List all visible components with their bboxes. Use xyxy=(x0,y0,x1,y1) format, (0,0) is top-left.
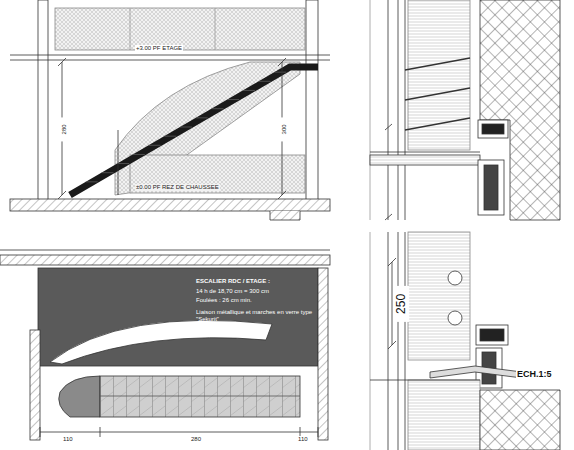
stair-section-part-part xyxy=(274,72,286,73)
dimension-label: +3.00 PF ETAGE xyxy=(135,45,183,52)
stair-plan-part xyxy=(50,320,272,364)
stair-plan-part xyxy=(318,427,319,437)
dimension-label: 110 xyxy=(62,436,74,443)
facade-detail-lower xyxy=(370,232,560,450)
facade-detail-lower-part xyxy=(388,341,396,349)
stair-section-part xyxy=(130,155,305,193)
facade-detail-upper-part xyxy=(482,124,504,134)
dimension-label: 280 xyxy=(190,436,202,443)
stair-plan-part xyxy=(59,376,100,417)
stair-section-part xyxy=(38,0,48,200)
stair-section-part xyxy=(215,8,216,50)
facade-detail-upper-part xyxy=(405,58,470,130)
stair-section-part xyxy=(58,58,66,66)
stair-section-part xyxy=(278,191,286,199)
stair-section-part xyxy=(58,191,66,199)
stair-section-part xyxy=(10,199,330,211)
stair-plan-part xyxy=(0,255,330,265)
stair-plan-part xyxy=(38,268,318,366)
facade-detail-upper-part xyxy=(405,0,406,220)
stair-plan-part xyxy=(40,432,318,433)
stair-section-part-part xyxy=(227,99,239,100)
facade-detail-lower-part xyxy=(405,232,406,450)
facade-detail-upper-part xyxy=(480,0,560,220)
facade-detail-lower-part xyxy=(392,262,393,345)
facade-detail-upper-part xyxy=(478,160,504,215)
stair-section-part-part xyxy=(196,117,208,118)
stair-section-part-part xyxy=(101,172,113,173)
stair-plan xyxy=(0,250,330,440)
facade-detail-lower-part xyxy=(408,380,480,450)
stair-section-part xyxy=(10,55,330,56)
stair-section-part xyxy=(306,0,318,200)
stair-section-part-part xyxy=(180,127,192,128)
stair-section-part xyxy=(70,67,318,195)
stair-plan-part xyxy=(30,330,40,440)
stair-plan-part xyxy=(100,427,101,437)
stair-section-part-part xyxy=(117,163,129,164)
stair-section-part-part xyxy=(243,90,255,91)
stair-section-part-part xyxy=(86,181,98,182)
facade-detail-lower-part xyxy=(480,390,560,450)
facade-detail-upper-part xyxy=(484,165,498,210)
stair-plan-part xyxy=(100,376,300,417)
stair-plan-part xyxy=(0,250,330,251)
facade-detail-upper-part xyxy=(385,124,392,220)
stair-section-part xyxy=(10,60,330,61)
facade-detail-lower-part xyxy=(398,232,399,450)
stair-section-part-part xyxy=(211,108,223,109)
facade-detail-upper-part xyxy=(388,0,389,220)
stair-section xyxy=(10,0,330,220)
stair-plan-part xyxy=(40,427,41,437)
plan-note: Liaison métallique et marches en verre t… xyxy=(196,309,314,323)
scale-note: ECH.1:5 xyxy=(516,369,553,379)
facade-detail-upper-part xyxy=(370,155,480,165)
facade-detail-lower-part xyxy=(370,232,371,450)
facade-detail-lower-part xyxy=(408,232,470,360)
stair-section-part-part xyxy=(164,136,176,137)
facade-detail-upper-part xyxy=(370,152,480,153)
facade-detail-upper-part xyxy=(370,0,371,220)
stair-section-part xyxy=(86,72,287,182)
stair-section-part-part xyxy=(133,154,145,155)
facade-detail-upper xyxy=(370,0,560,220)
facade-detail-lower-part xyxy=(476,325,508,345)
facade-detail-lower-part xyxy=(448,311,462,325)
dimension-label: 300 xyxy=(281,117,288,141)
facade-detail-lower-part xyxy=(388,258,396,266)
plan-note: 14 h de 18,70 cm = 300 cm xyxy=(196,288,269,295)
dimension-label: ±0.00 PF REZ DE CHAUSSEE xyxy=(135,184,220,191)
facade-detail-upper-part xyxy=(478,120,508,138)
dimension-label: 250 xyxy=(395,286,409,322)
stair-plan-part xyxy=(100,396,300,397)
facade-detail-lower-part xyxy=(430,366,522,378)
facade-detail-lower-part xyxy=(480,329,504,341)
stair-section-part xyxy=(278,58,286,66)
stair-section-part xyxy=(55,8,305,50)
dimension-label: 110 xyxy=(297,436,309,443)
facade-detail-lower-part xyxy=(448,271,462,285)
facade-detail-lower-part xyxy=(370,380,480,381)
stair-plan-part xyxy=(318,268,328,440)
facade-detail-lower-part xyxy=(388,232,389,450)
stair-section-part-part xyxy=(259,81,271,82)
stair-section-part xyxy=(130,8,131,50)
stair-section-part xyxy=(270,211,300,220)
plan-note: Foulées : 26 cm min. xyxy=(196,297,252,304)
dimension-label: 280 xyxy=(61,117,68,141)
plan-note: ESCALIER RDC / ETAGE : xyxy=(196,278,270,285)
stair-section-part-part xyxy=(149,145,161,146)
stair-section-part xyxy=(118,130,119,195)
facade-detail-upper-part xyxy=(398,0,399,220)
